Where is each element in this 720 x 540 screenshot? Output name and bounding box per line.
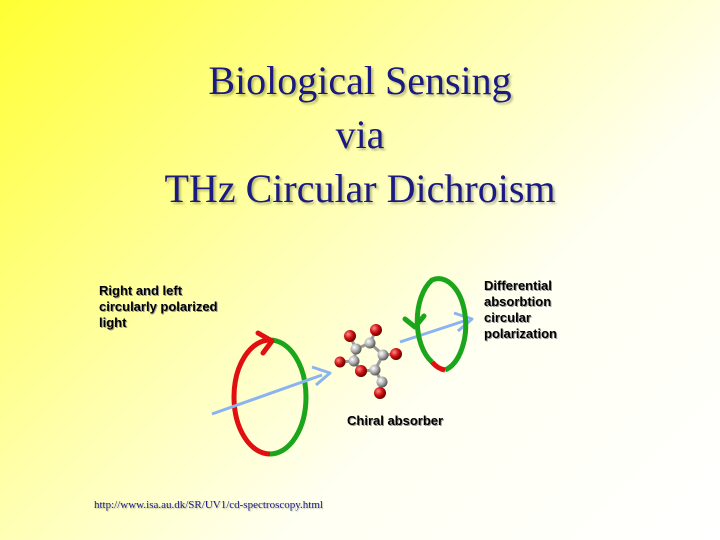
chiral-molecule xyxy=(334,324,402,399)
right-ellipse-red-arc xyxy=(430,360,446,373)
title-line-1: Biological Sensing xyxy=(208,58,512,103)
left-ellipse-red-arrowhead xyxy=(255,330,275,356)
slide-title: Biological Sensing via THz Circular Dich… xyxy=(0,54,720,216)
label-polarized-light: Right and left circularly polarized ligh… xyxy=(99,283,218,330)
left-ellipse-green-arc xyxy=(269,337,309,457)
outgoing-light-beam xyxy=(399,311,474,344)
left-polarization-ellipse xyxy=(231,330,309,457)
source-url: http://www.isa.au.dk/SR/UV1/cd-spectrosc… xyxy=(94,499,323,511)
oxygen-atoms xyxy=(334,324,402,399)
label-chiral-absorber: Chiral absorber xyxy=(347,413,444,428)
title-line-3: THz Circular Dichroism xyxy=(164,166,556,211)
carbon-atoms xyxy=(348,337,389,388)
right-ellipse-green-arrowhead xyxy=(402,313,427,330)
label-differential-absorption: Differential absorbtion circular polariz… xyxy=(484,278,557,341)
title-line-2: via xyxy=(335,112,385,157)
incoming-light-beam xyxy=(211,365,332,416)
right-ellipse-green-arc xyxy=(414,276,469,373)
right-polarization-ellipse xyxy=(402,276,469,373)
left-ellipse-red-arc xyxy=(231,337,271,457)
